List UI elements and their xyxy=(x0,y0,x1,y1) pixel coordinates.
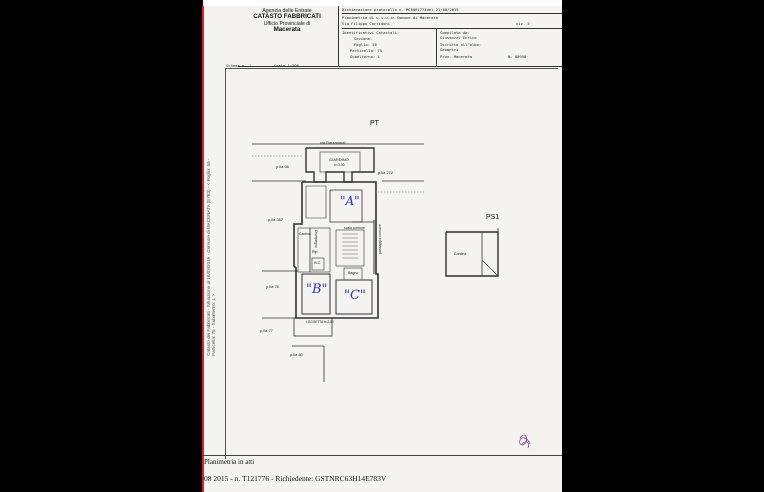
agency-name: Agenzia delle Entrate xyxy=(262,8,312,14)
compilata-name: Giustozzi Enrico xyxy=(440,35,477,40)
address-line: Via Filippo Corridoni xyxy=(342,21,391,26)
compilata-label: Compilata da: xyxy=(440,30,470,35)
footer-rule xyxy=(202,455,562,456)
protocol-line: Dichiarazione protocollo n. MC0061774del… xyxy=(342,7,459,12)
parcel-66: p.lla 66 xyxy=(276,164,289,169)
agency-city: Macerata xyxy=(273,25,301,33)
hatch-lines xyxy=(252,155,424,193)
sheet-header: Agenzia delle Entrate CATASTO FABBRICATI… xyxy=(238,6,562,67)
planimetry-line: Planimetria di u.i.u.in Comune di Macera… xyxy=(342,15,439,20)
header-details: Dichiarazione protocollo n. MC0061774del… xyxy=(342,6,562,66)
room-b-outline xyxy=(301,273,331,315)
scala-comune-label: scala comune xyxy=(344,226,365,230)
cadastral-sheet: Catasto dei Fabbricati - Situazione al 1… xyxy=(202,6,562,492)
giardino-height: h=3.00 xyxy=(334,163,345,167)
province: Prov. Macerata xyxy=(440,54,473,59)
header-rule xyxy=(342,13,562,14)
disimpegno-room xyxy=(309,227,331,273)
sezione: Sezione: xyxy=(354,36,373,41)
parcel-77: p.lla 77 xyxy=(260,328,273,333)
iscritto-label: Iscritto all'albo: xyxy=(440,42,482,47)
agency-catasto: CATASTO FABBRICATI xyxy=(253,13,321,21)
cantina-label: Cantina xyxy=(299,232,311,236)
scheda-number: Scheda n. 1 xyxy=(226,63,252,68)
parcel-78: p.lla 78 xyxy=(266,284,279,289)
passaggio-label: passaggio comune xyxy=(378,224,382,255)
plan-frame xyxy=(225,68,558,459)
stamp-signature xyxy=(519,434,531,449)
registration-number: N. 00950 xyxy=(508,54,527,59)
basement-cantina-label: Cantina xyxy=(454,252,467,256)
stair-treads xyxy=(342,233,358,259)
footer-line-2: 08 2015 - n. T121776 - Richiedente: GSTN… xyxy=(204,474,387,483)
giardino-label: GIARDINO xyxy=(329,157,349,162)
disimpegno-label: Disimpegno xyxy=(314,230,318,248)
handwritten-b: "B" xyxy=(306,282,328,297)
header-rule xyxy=(342,28,562,29)
albo: Geometri xyxy=(440,47,459,52)
agency-office: Ufficio Provinciale di xyxy=(263,20,311,27)
stair-box xyxy=(335,229,365,267)
margin-red-line xyxy=(202,6,204,492)
photo-background-left xyxy=(0,0,203,492)
loggia-room xyxy=(293,317,333,337)
floor-plan-drawing xyxy=(252,143,531,449)
photo-background-right xyxy=(562,0,764,492)
ground-floor-label: PT xyxy=(370,120,379,127)
agency-block: Agenzia delle Entrate CATASTO FABBRICATI… xyxy=(238,8,336,33)
garden-inner xyxy=(319,151,361,173)
bagno-label: Bagno xyxy=(348,271,359,275)
foglio: Foglio: 56 xyxy=(354,42,377,47)
ident-title: Identificativi Catastali: xyxy=(342,30,400,35)
parcel-272: p.lla 272 xyxy=(378,170,394,175)
basement-stair xyxy=(481,259,499,277)
parcel-80: p.lla 80 xyxy=(290,352,303,357)
parcel-367: p.lla 367 xyxy=(268,217,284,222)
civ-number: civ. 5 xyxy=(516,21,530,26)
rip-label: Rip. xyxy=(312,250,319,254)
header-divider xyxy=(338,6,339,66)
scheda-bar: Scheda n. 1 Scala 1:200 xyxy=(226,63,299,68)
footer-line-1: Planimetria in atti xyxy=(204,458,255,466)
particella: Particella: 75 xyxy=(350,48,383,53)
room-outline xyxy=(305,185,327,219)
via-label: via Barzanmal xyxy=(320,140,346,145)
loggia-label: LOGGETTA h=2.50 xyxy=(306,320,334,324)
header-divider xyxy=(436,28,437,66)
handwritten-a: "A" xyxy=(340,194,360,208)
handwritten-c: "C" xyxy=(344,288,366,303)
scheda-scale: Scala 1:200 xyxy=(273,63,299,68)
subalterno: Subalterno: 1 xyxy=(350,54,380,59)
wc-label: W.C. xyxy=(314,261,321,265)
basement-label: PS1 xyxy=(486,214,500,221)
wc-room xyxy=(311,257,325,271)
bagno-room xyxy=(343,267,363,281)
